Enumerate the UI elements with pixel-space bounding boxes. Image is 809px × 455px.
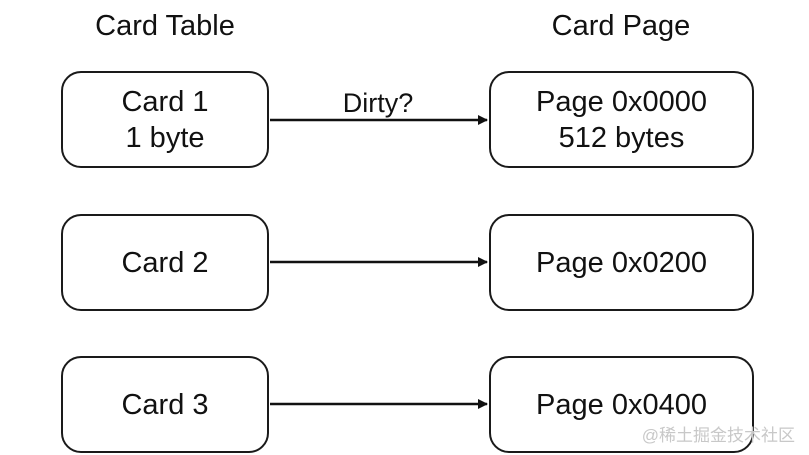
card-table-title: Card Table: [95, 10, 235, 42]
card-page-title: Card Page: [551, 10, 691, 42]
card-1-name: Card 1: [121, 85, 209, 118]
watermark: @稀土掘金技术社区: [641, 426, 795, 445]
page-1-address: Page 0x0000: [536, 85, 707, 118]
card-2-box: Card 2: [61, 214, 269, 311]
page-0x0200-box: Page 0x0200: [489, 214, 754, 311]
card-3-name: Card 3: [121, 388, 209, 421]
page-1-size: 512 bytes: [558, 121, 685, 154]
card-3-box: Card 3: [61, 356, 269, 453]
page-0x0000-box: Page 0x0000 512 bytes: [489, 71, 754, 168]
dirty-label: Dirty?: [342, 88, 414, 118]
page-0x0400-box: Page 0x0400: [489, 356, 754, 453]
page-3-address: Page 0x0400: [536, 388, 707, 421]
card-1-box: Card 1 1 byte: [61, 71, 269, 168]
card-1-size: 1 byte: [125, 121, 205, 154]
page-2-address: Page 0x0200: [536, 246, 707, 279]
card-2-name: Card 2: [121, 246, 209, 279]
